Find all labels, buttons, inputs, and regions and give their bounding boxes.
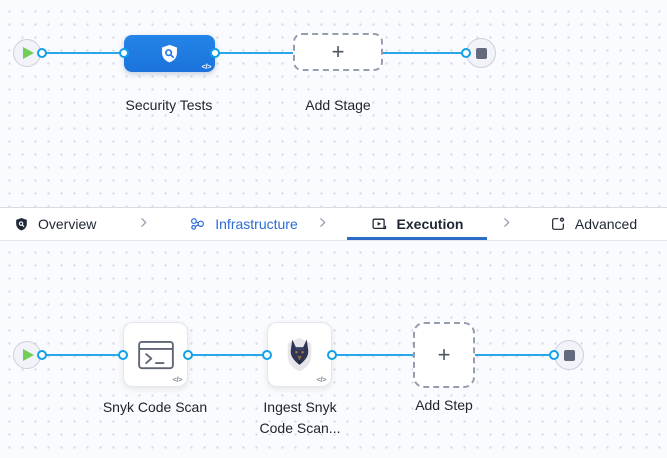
connector-line bbox=[383, 52, 466, 54]
pipeline-start-node bbox=[13, 39, 41, 67]
stage-node-security-tests[interactable]: </> bbox=[124, 35, 215, 72]
connector-line bbox=[332, 354, 413, 356]
tab-advanced[interactable]: Advanced bbox=[520, 208, 667, 240]
yaml-code-icon: </> bbox=[172, 375, 183, 384]
connector-line bbox=[215, 52, 293, 54]
infrastructure-icon bbox=[189, 216, 206, 233]
step-label: Snyk Code Scan bbox=[102, 399, 208, 415]
connector-port bbox=[327, 350, 337, 360]
chevron-right-icon bbox=[316, 208, 329, 237]
tab-label: Advanced bbox=[574, 216, 638, 232]
connector-port bbox=[549, 350, 559, 360]
add-stage-label: Add Stage bbox=[305, 97, 371, 113]
connector-port bbox=[461, 48, 471, 58]
stop-icon bbox=[563, 349, 575, 361]
connector-port bbox=[183, 350, 193, 360]
yaml-code-icon: </> bbox=[201, 62, 212, 71]
step-node-ingest-snyk[interactable]: </> bbox=[267, 322, 332, 387]
stop-icon bbox=[475, 47, 487, 59]
yaml-code-icon: </> bbox=[316, 375, 327, 384]
connector-port bbox=[37, 350, 47, 360]
active-tab-underline bbox=[347, 237, 487, 240]
execution-canvas[interactable]: </> </> + bbox=[0, 241, 667, 458]
stage-config-tabbar: Overview Infrastructure bbox=[0, 207, 667, 241]
advanced-gear-icon bbox=[550, 216, 566, 232]
tab-label: Execution bbox=[396, 216, 464, 232]
snyk-logo-icon bbox=[285, 336, 314, 373]
tab-execution[interactable]: Execution bbox=[347, 208, 487, 240]
connector-port bbox=[262, 350, 272, 360]
connector-line bbox=[188, 354, 267, 356]
tab-infrastructure[interactable]: Infrastructure bbox=[165, 208, 322, 240]
tab-label: Infrastructure bbox=[215, 216, 298, 232]
chevron-right-icon bbox=[137, 208, 150, 237]
tab-label: Overview bbox=[38, 216, 97, 232]
connector-port bbox=[37, 48, 47, 58]
play-icon bbox=[23, 349, 34, 361]
plus-icon: + bbox=[437, 342, 451, 367]
add-step-button[interactable]: + bbox=[413, 322, 475, 388]
add-stage-button[interactable]: + bbox=[293, 33, 383, 71]
chevron-right-icon bbox=[500, 208, 513, 237]
tab-overview[interactable]: Overview bbox=[0, 208, 137, 240]
execution-start-node bbox=[13, 341, 41, 369]
stage-label: Security Tests bbox=[125, 97, 213, 113]
stage-canvas[interactable]: </> + Security Tests Add Stage bbox=[0, 0, 667, 207]
add-step-label: Add Step bbox=[415, 397, 473, 413]
execution-icon bbox=[371, 216, 388, 233]
connector-port bbox=[210, 48, 220, 58]
terminal-icon bbox=[137, 340, 175, 370]
shield-scan-icon bbox=[159, 43, 180, 65]
connector-line bbox=[42, 354, 123, 356]
step-node-snyk-code-scan[interactable]: </> bbox=[123, 322, 188, 387]
connector-line bbox=[42, 52, 124, 54]
plus-icon: + bbox=[331, 39, 345, 64]
connector-port bbox=[119, 48, 129, 58]
overview-shield-icon bbox=[14, 217, 29, 232]
step-label: Ingest Snyk Code Scan... bbox=[259, 399, 341, 436]
connector-line bbox=[475, 354, 554, 356]
connector-port bbox=[118, 350, 128, 360]
play-icon bbox=[23, 47, 34, 59]
